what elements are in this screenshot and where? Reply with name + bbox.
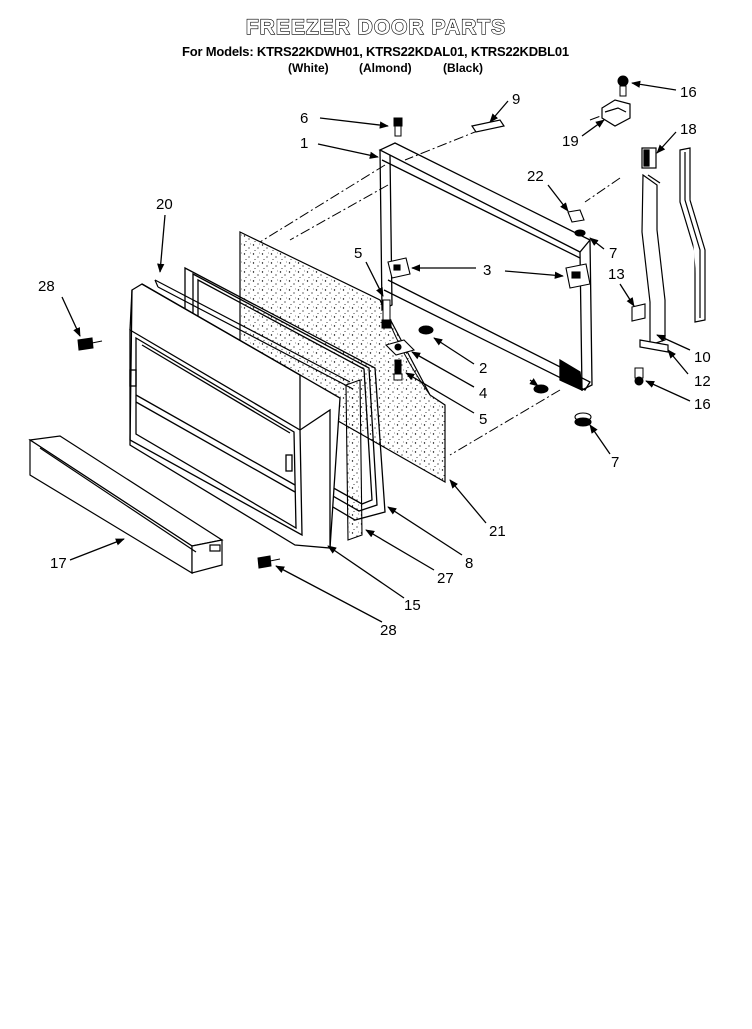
screw-28-upper (77, 337, 103, 351)
callout-8: 8 (465, 555, 473, 572)
callout-16-bottom: 16 (694, 396, 711, 413)
screw-16-top (617, 75, 629, 97)
callout-12: 12 (694, 373, 711, 390)
cam-7-lower (574, 412, 592, 427)
callout-4: 4 (479, 385, 487, 402)
callout-6: 6 (300, 110, 308, 127)
door-stop-strip (679, 147, 706, 323)
callout-28-upper: 28 (38, 278, 55, 295)
hinge-block-3-left (387, 257, 411, 279)
cam-bracket (641, 147, 657, 169)
callout-22: 22 (527, 168, 544, 185)
callout-17: 17 (50, 555, 67, 572)
model-numbers: For Models: KTRS22KDWH01, KTRS22KDAL01, … (182, 44, 569, 59)
plate-4 (384, 339, 416, 356)
callout-10: 10 (694, 349, 711, 366)
inner-door-panel (129, 283, 341, 549)
screw-6 (393, 117, 403, 137)
label-tag (471, 119, 505, 133)
page-title: FREEZER DOOR PARTS (245, 15, 507, 39)
callout-13: 13 (608, 266, 625, 283)
bottom-hinge (639, 173, 669, 353)
color-black: (Black) (443, 61, 484, 75)
handle-bar (28, 435, 224, 575)
callout-19: 19 (562, 133, 579, 150)
callout-28-lower: 28 (380, 622, 397, 639)
screw-16-bottom (634, 367, 644, 386)
callout-18: 18 (680, 121, 697, 138)
bushing-2-right (533, 384, 549, 394)
callout-27: 27 (437, 570, 454, 587)
callout-7-upper: 7 (609, 245, 617, 262)
callout-15: 15 (404, 597, 421, 614)
callout-1: 1 (300, 135, 308, 152)
callout-21: 21 (489, 523, 506, 540)
color-white: (White) (288, 61, 329, 75)
callout-3: 3 (483, 262, 491, 279)
callout-9: 9 (512, 91, 520, 108)
color-almond: (Almond) (359, 61, 412, 75)
callout-2: 2 (479, 360, 487, 377)
callout-5-lower: 5 (479, 411, 487, 428)
callout-16-top: 16 (680, 84, 697, 101)
callout-20: 20 (156, 196, 173, 213)
screw-5-upper (381, 299, 392, 329)
callout-leaders (61, 80, 691, 623)
screw-28-lower (257, 555, 281, 569)
bracket-13 (631, 303, 646, 322)
assembly-lines (259, 104, 631, 456)
bushing-2-left (418, 325, 434, 335)
screw-5-lower (393, 359, 403, 381)
callout-labels: 16 9 6 19 18 1 22 20 7 5 3 13 28 10 2 12… (38, 84, 711, 639)
top-hinge (601, 99, 631, 127)
breaker-strip (345, 379, 363, 541)
gasket-strip (154, 279, 354, 390)
callout-7-lower: 7 (611, 454, 619, 471)
hinge-block-3-right (565, 263, 591, 289)
callout-5-upper: 5 (354, 245, 362, 262)
hinge-plate-22 (567, 209, 586, 237)
